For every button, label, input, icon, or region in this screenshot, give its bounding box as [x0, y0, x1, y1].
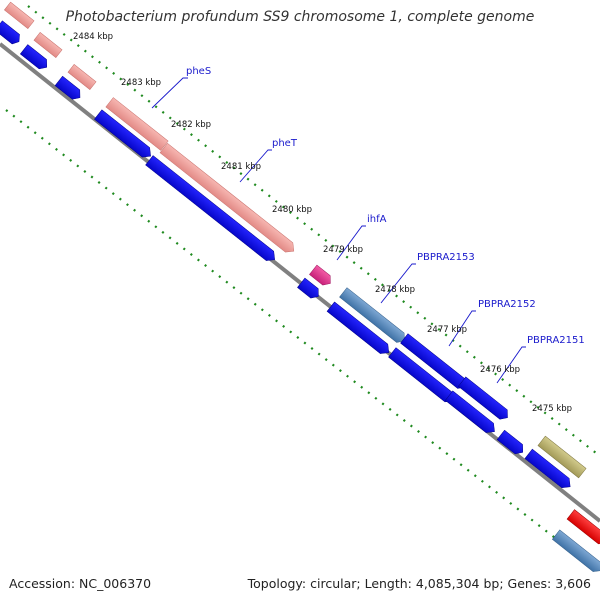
label-leaders: [151, 77, 526, 384]
tick-label: 2475 kbp: [532, 404, 572, 414]
gene-block[interactable]: [94, 109, 154, 161]
gene-phes[interactable]: [105, 97, 169, 151]
topology-summary-text: Topology: circular; Length: 4,085,304 bp…: [247, 576, 591, 591]
gene-block[interactable]: [537, 435, 587, 479]
gene-block[interactable]: [145, 155, 279, 265]
tick-track-outer: [27, 5, 597, 454]
gene-block[interactable]: [33, 32, 63, 58]
gene-block[interactable]: [54, 75, 84, 102]
gene-labels: pheS pheT ihfA PBPRA2153 PBPRA2152 PBPRA…: [186, 66, 585, 346]
gene-label[interactable]: pheS: [186, 66, 211, 77]
gene-block[interactable]: [551, 529, 600, 575]
gene-block[interactable]: [67, 64, 97, 90]
gene-pbpra2153[interactable]: [339, 287, 408, 346]
gene-block[interactable]: [297, 277, 322, 301]
map-title: Photobacterium profundum SS9 chromosome …: [65, 9, 535, 25]
gene-label[interactable]: ihfA: [367, 214, 387, 225]
gene-block[interactable]: [496, 429, 526, 457]
gene-block[interactable]: [19, 44, 50, 72]
gene-block[interactable]: [566, 509, 600, 548]
gene-ihfa[interactable]: [309, 264, 334, 288]
accession-text: Accession: NC_006370: [9, 576, 152, 591]
gene-pbpra2151[interactable]: [457, 376, 511, 422]
gene-label[interactable]: PBPRA2151: [527, 335, 585, 346]
tick-label: 2476 kbp: [480, 365, 520, 375]
tick-label: 2482 kbp: [171, 120, 211, 130]
gene-block[interactable]: [326, 301, 392, 357]
gene-block[interactable]: [4, 1, 35, 29]
gene-block[interactable]: [444, 390, 498, 436]
tick-label: 2479 kbp: [323, 245, 363, 255]
tick-label: 2477 kbp: [427, 325, 467, 335]
reverse-genes: [0, 20, 574, 491]
tick-label: 2484 kbp: [73, 32, 113, 42]
tick-label: 2481 kbp: [221, 162, 261, 172]
tick-track-inner: [5, 109, 600, 574]
gene-block[interactable]: [524, 448, 574, 491]
tick-label: 2478 kbp: [375, 285, 415, 295]
gene-label[interactable]: PBPRA2152: [478, 299, 536, 310]
tick-label: 2483 kbp: [121, 78, 161, 88]
gene-block[interactable]: [0, 20, 23, 47]
gene-label[interactable]: PBPRA2153: [417, 252, 475, 263]
gene-label[interactable]: pheT: [272, 138, 298, 149]
kbp-tick-labels: 2484 kbp 2483 kbp 2482 kbp 2481 kbp 2480…: [73, 32, 572, 414]
forward-genes: [4, 1, 600, 575]
gene-phet[interactable]: [159, 143, 298, 256]
tick-label: 2480 kbp: [272, 205, 312, 215]
